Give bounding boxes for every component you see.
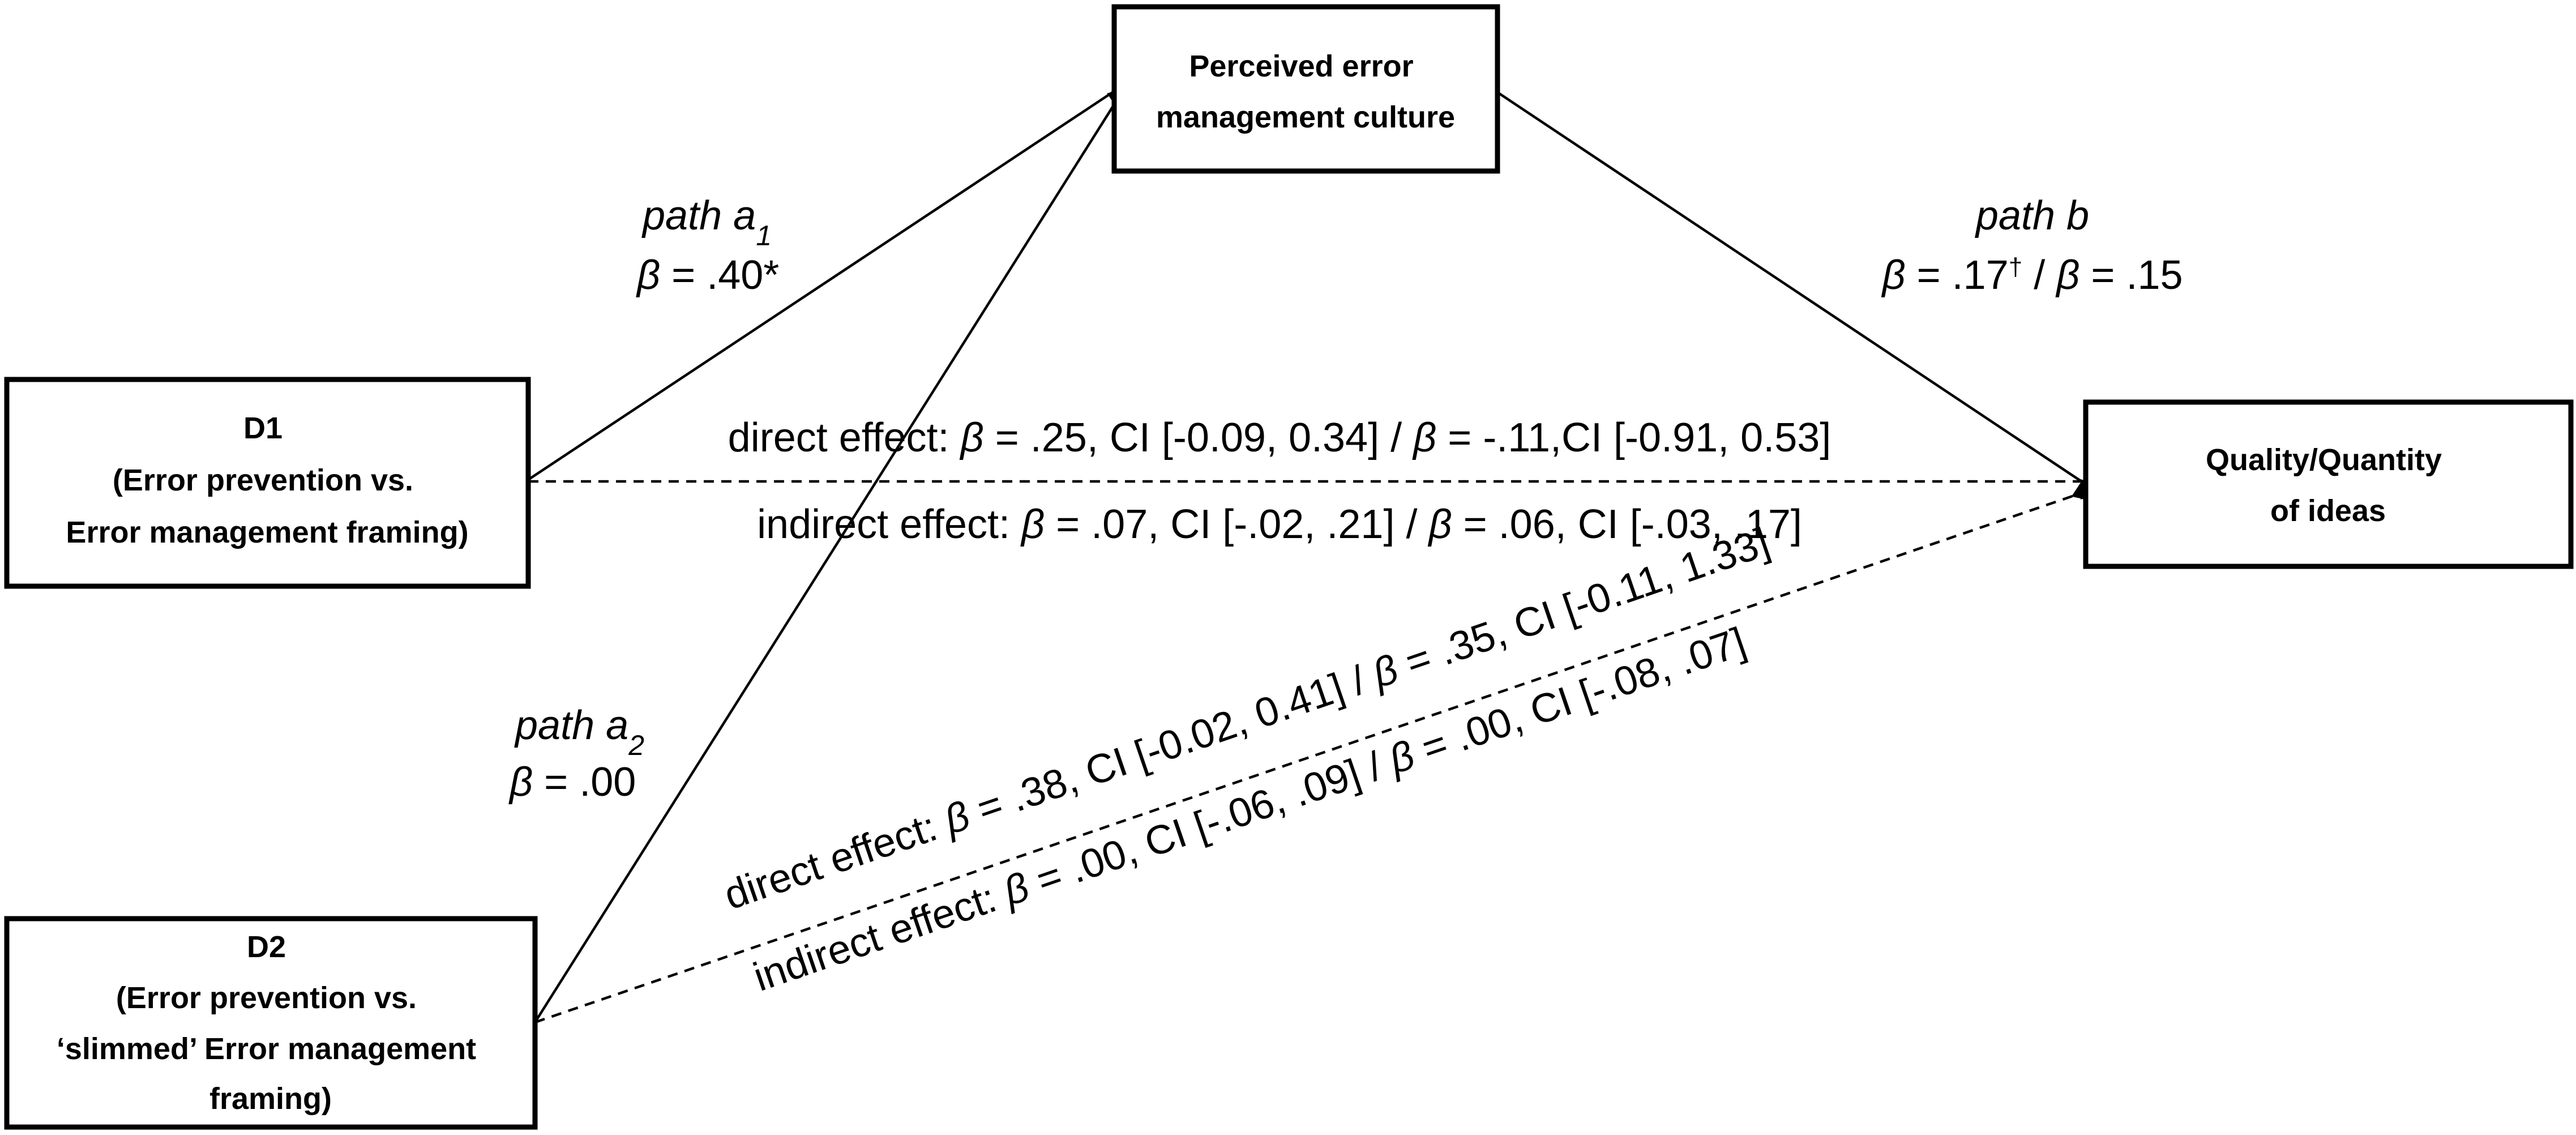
- d2-label-line-4: framing): [209, 1082, 332, 1116]
- arrow-path-a1: [527, 87, 1134, 481]
- path-b-label: path b β = .17† / β = .15: [1881, 193, 2183, 298]
- svg-text:D2 (Error prevention vs.: D2 (Error prevention vs. ‘slimmed’ Error…: [57, 930, 485, 1116]
- arrow-d2-direct-effect: [534, 490, 2108, 1024]
- path-a2-beta: β = .00: [508, 759, 636, 805]
- d2-label-line-2: (Error prevention vs.: [116, 981, 417, 1015]
- path-a1-name: path a1: [641, 193, 772, 251]
- d1-label-line-3: Error management framing): [66, 515, 468, 549]
- svg-text:D1 (Error prevention vs.: D1 (Error prevention vs. Error managemen…: [66, 411, 468, 549]
- arrow-path-b: [1496, 91, 2099, 502]
- node-mediator: Perceived error management culture: [1111, 4, 1500, 174]
- outcome-label-line-2: of ideas: [2270, 494, 2386, 528]
- path-a1-label: path a1 β = .40*: [636, 193, 779, 298]
- node-d1: D1 (Error prevention vs. Error managemen…: [4, 377, 531, 589]
- node-outcome: Quality/Quantity of ideas: [2083, 399, 2574, 569]
- path-b-dagger: †: [2009, 253, 2022, 281]
- d1-label-line-1: D1: [243, 411, 283, 445]
- svg-text:Quality/Quantity of idea: Quality/Quantity of ideas: [2206, 443, 2450, 528]
- d2-indirect-effect-label: indirect effect: β = .00, CI [-.06, .09]…: [748, 619, 1751, 1000]
- path-a1-beta: β = .40*: [636, 253, 779, 298]
- d1-direct-effect-label: direct effect: β = .25, CI [-0.09, 0.34]…: [728, 415, 1832, 460]
- outcome-label-line-1: Quality/Quantity: [2206, 443, 2442, 477]
- node-d2: D2 (Error prevention vs. ‘slimmed’ Error…: [4, 916, 538, 1130]
- mediator-label-line-1: Perceived error: [1189, 49, 1413, 83]
- d2-direct-effect-label: direct effect: β = .38, CI [-0.02, 0.41]…: [718, 519, 1775, 919]
- path-a1-subscript: 1: [756, 220, 772, 251]
- d2-label-line-3: ‘slimmed’ Error management: [57, 1032, 476, 1066]
- d1-label-line-2: (Error prevention vs.: [113, 463, 413, 497]
- d2-label-line-1: D2: [247, 930, 286, 964]
- svg-text:Perceived error manageme: Perceived error management culture: [1156, 49, 1455, 134]
- path-a2-subscript: 2: [628, 729, 644, 761]
- mediator-label-line-2: management culture: [1156, 100, 1455, 134]
- path-b-beta: β = .17† / β = .15: [1881, 253, 2183, 298]
- d1-indirect-effect-label: indirect effect: β = .07, CI [-.02, .21]…: [757, 502, 1802, 547]
- path-a2-name: path a2: [514, 703, 644, 761]
- path-a2-label: path a2 β = .00: [508, 703, 644, 805]
- path-b-name: path b: [1975, 193, 2089, 238]
- arrow-path-a2: [534, 88, 1135, 1023]
